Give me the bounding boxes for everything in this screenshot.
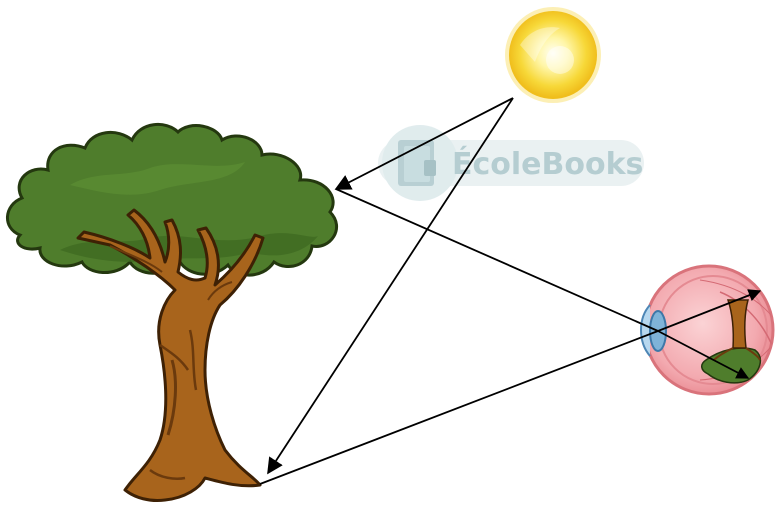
ecolebooks-watermark: ÉcoleBooks [378,125,644,201]
ray-trunk-base-to-eye [260,331,658,484]
cornea [641,305,650,356]
ray-foliage-to-eye [336,189,658,331]
watermark-text: ÉcoleBooks [452,146,643,182]
sun-icon [505,7,601,103]
